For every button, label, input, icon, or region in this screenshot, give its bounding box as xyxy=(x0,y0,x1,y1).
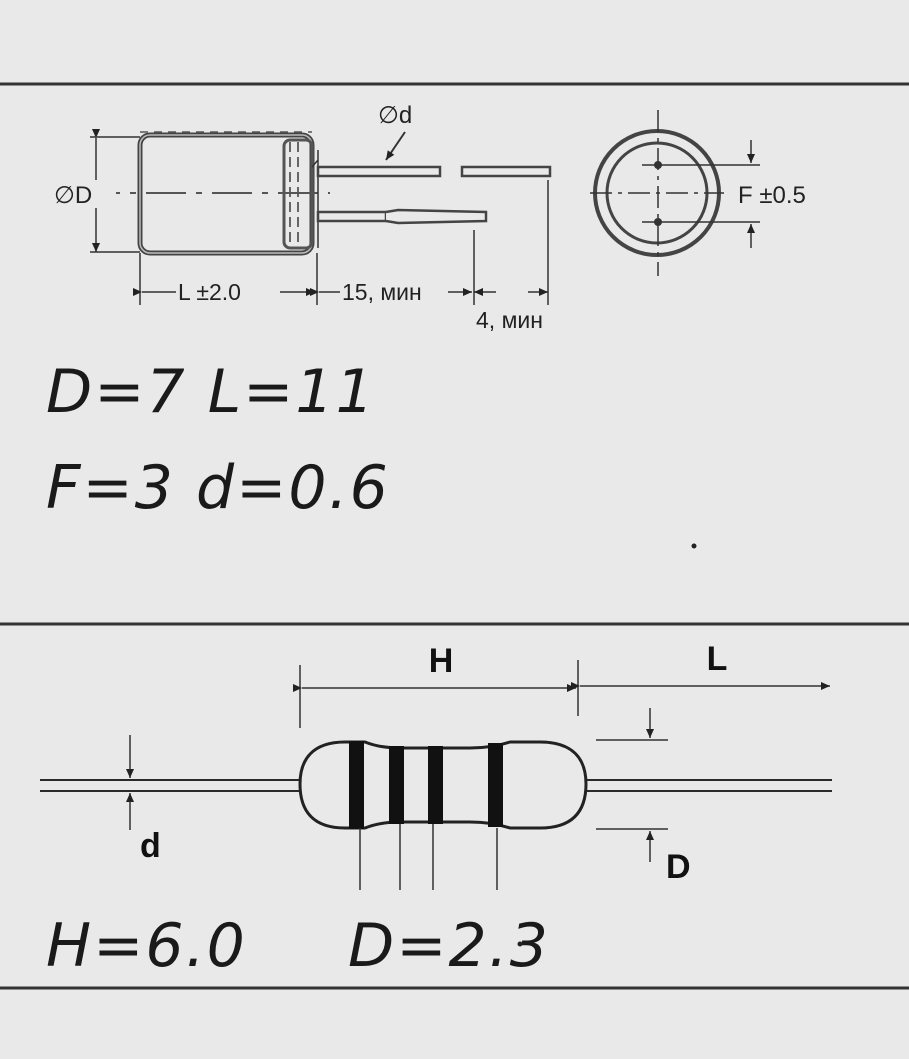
phi-d-label: ∅d xyxy=(378,102,412,129)
resistor-body-D-label: D xyxy=(666,848,691,886)
pin-spacing-label: F ±0.5 xyxy=(738,182,806,209)
resistor-h-label: H xyxy=(429,642,454,680)
lead-min-length-label: 15, мин xyxy=(342,279,422,305)
capacitor-side-view: ∅d ∅D L ±2.0 15, мин 4, мин xyxy=(50,102,552,333)
resistor-note-h: H=6.0 xyxy=(46,911,247,981)
phi-D-label: ∅D xyxy=(54,182,92,209)
capacitor-note-f-d: F=3 d=0.6 xyxy=(46,453,390,523)
capacitor-note-d-l: D=7 L=11 xyxy=(46,357,376,427)
end-min-length-label: 4, мин xyxy=(476,307,543,333)
resistor-l-label: L xyxy=(707,640,728,678)
length-tolerance-label: L ±2.0 xyxy=(178,279,241,305)
resistor-drawing: H L d D xyxy=(40,640,832,890)
resistor-note-d: D=2.3 xyxy=(348,911,550,981)
resistor-lead-d-label: d xyxy=(140,827,161,865)
capacitor-end-view: F ±0.5 xyxy=(590,110,826,276)
